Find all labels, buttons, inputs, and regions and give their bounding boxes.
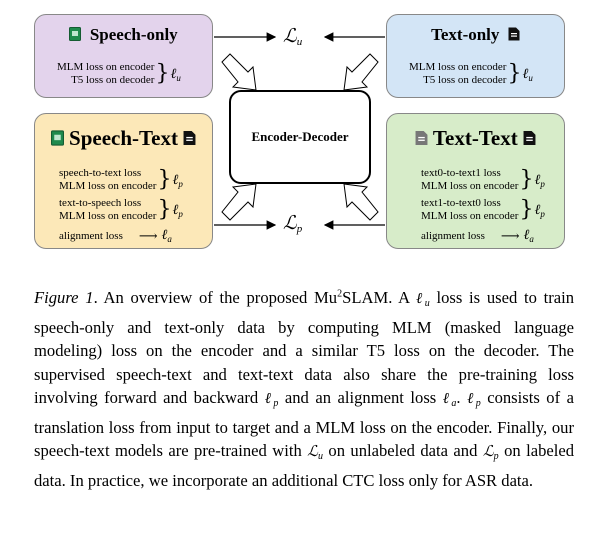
text-text-title: Text-Text (432, 126, 518, 150)
black-document-icon (523, 130, 536, 146)
block-arrow-bottom-right (343, 183, 379, 221)
speech-only-box: Speech-only MLM loss on encoder T5 loss … (34, 14, 213, 98)
text-text-forward-group: text0-to-text1 loss MLM loss on encoder … (421, 167, 545, 192)
speech-text-backward-group: text-to-speech loss MLM loss on encoder … (59, 197, 183, 222)
block-arrow-top-right (343, 53, 379, 91)
text-only-box: Text-only MLM loss on encoder T5 loss on… (386, 14, 565, 98)
speech-only-loss: ℓu (170, 66, 181, 83)
text-text-backward-group: text1-to-text0 loss MLM loss on encoder … (421, 197, 545, 222)
speech-only-title: Speech-only (89, 25, 178, 44)
speech-only-loss-group: MLM loss on encoder T5 loss on decoder }… (57, 61, 181, 86)
label-lp: ℒp (283, 212, 303, 235)
encoder-decoder-box: Encoder-Decoder (229, 90, 371, 184)
text-text-alignment-row: alignment loss ⟶ ℓa (421, 227, 534, 244)
black-document-icon (508, 27, 520, 41)
text-only-loss: ℓu (522, 66, 533, 83)
text-only-title: Text-only (431, 25, 500, 44)
green-document-icon (69, 27, 82, 41)
text-text-box: Text-Text text0-to-text1 loss MLM loss o… (386, 113, 565, 249)
figure-label: Figure 1 (34, 288, 94, 307)
speech-text-alignment-row: alignment loss ⟶ ℓa (59, 227, 172, 244)
encoder-decoder-label: Encoder-Decoder (251, 129, 349, 144)
figure-caption: Figure 1. An overview of the proposed Mu… (34, 288, 575, 490)
green-document-icon (50, 130, 64, 146)
speech-text-box: Speech-Text speech-to-text loss MLM loss… (34, 113, 213, 249)
black-document-icon (183, 130, 196, 146)
speech-text-title: Speech-Text (69, 126, 178, 150)
label-lu: ℒu (283, 25, 303, 48)
block-arrow-bottom-left (221, 183, 257, 221)
text-only-loss-group: MLM loss on encoder T5 loss on decoder }… (409, 61, 533, 86)
speech-text-forward-group: speech-to-text loss MLM loss on encoder … (59, 167, 183, 192)
gray-document-icon (415, 130, 428, 146)
block-arrow-top-left (221, 53, 257, 91)
